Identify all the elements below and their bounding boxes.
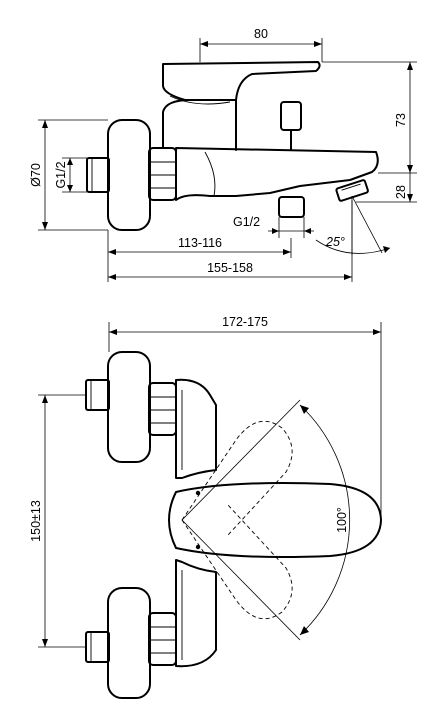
bottom-outlet-nut: [278, 196, 305, 218]
lever-handle: [162, 61, 321, 101]
cartridge-housing: [162, 99, 237, 151]
dim-label-inlet-thread: G1/2: [54, 161, 68, 188]
dim-label-100: 100°: [335, 507, 349, 533]
dim-label-150: 150±13: [29, 500, 43, 542]
aerator: [335, 179, 369, 202]
inlet-nipple: [86, 157, 110, 193]
lever-position-upper: [181, 420, 293, 536]
front-lever: [168, 482, 382, 558]
front-body: [175, 378, 217, 479]
side-view: 80 73 28 Ø70 G1/2 G1/2: [29, 27, 417, 282]
dim-label-28: 28: [394, 185, 408, 199]
wall-flange: [107, 119, 151, 231]
dim-label-113-116: 113-116: [178, 236, 222, 250]
lever-position-lower: [181, 504, 293, 620]
front-view: 172-175 150±13 100°: [29, 315, 382, 699]
dim-label-155-158: 155-158: [207, 261, 253, 275]
lower-connection: [85, 587, 177, 699]
dim-arc-25: [315, 239, 391, 254]
upper-connection: [85, 351, 177, 463]
hex-nut: [148, 147, 177, 201]
dim-label-172-175: 172-175: [222, 315, 268, 329]
dim-label-80: 80: [254, 27, 268, 41]
dim-label-25: 25°: [325, 235, 345, 249]
mixer-body: [175, 147, 379, 201]
dim-label-d70: Ø70: [29, 163, 43, 187]
dim-label-shower-thread: G1/2: [233, 215, 260, 229]
dim-label-73: 73: [394, 113, 408, 127]
dim-arc-100: [299, 404, 350, 636]
shower-outlet: [280, 101, 302, 151]
